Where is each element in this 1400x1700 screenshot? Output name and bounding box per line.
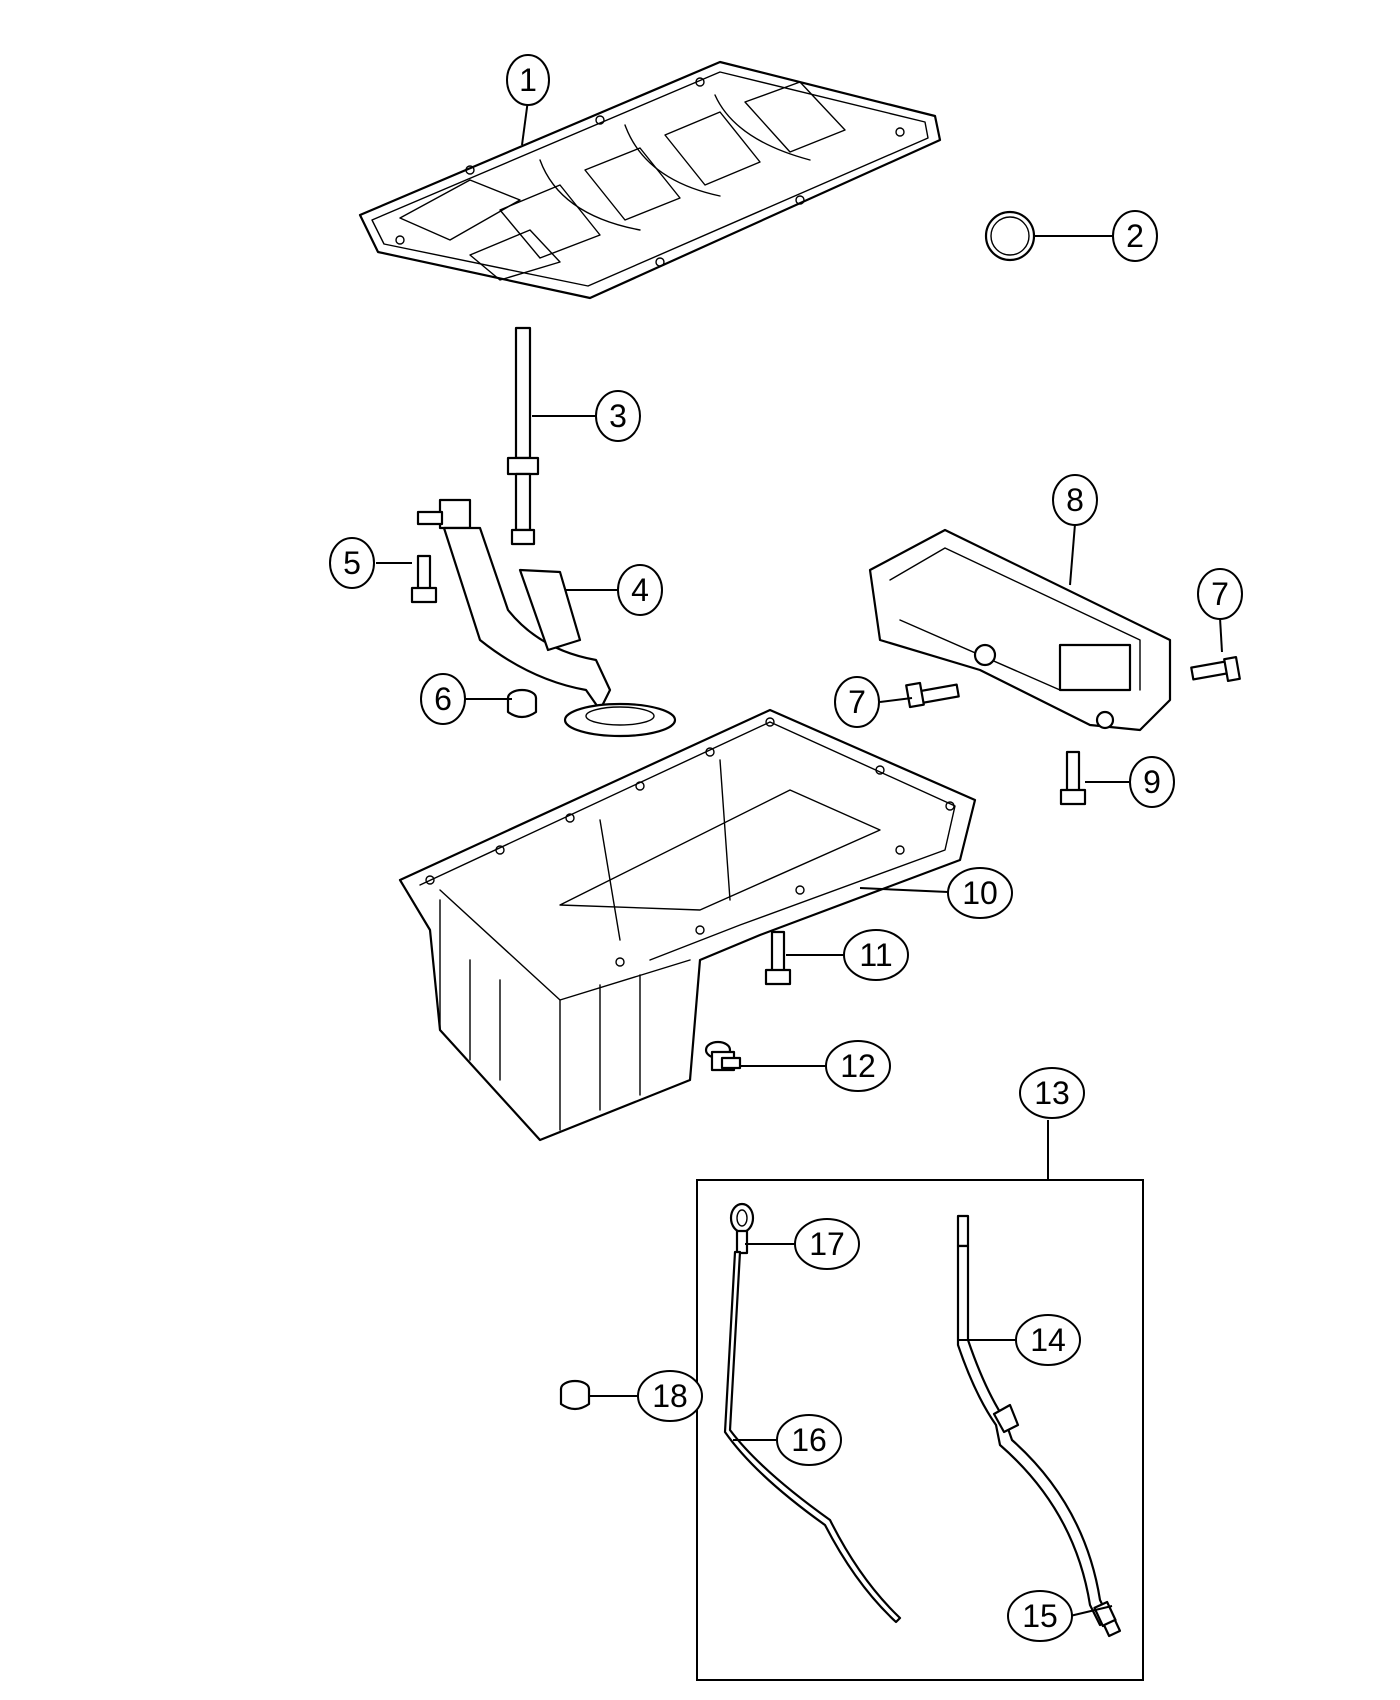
callout-15: 15 — [1007, 1590, 1073, 1642]
callout-14: 14 — [1015, 1314, 1081, 1366]
callout-9-label: 9 — [1143, 764, 1161, 800]
part-3-stud — [506, 326, 540, 546]
callout-12: 12 — [825, 1040, 891, 1092]
callout-5: 5 — [329, 537, 375, 589]
part-7-bolt-right — [1190, 656, 1241, 682]
part-17-dipstick-handle — [729, 1202, 755, 1255]
part-18-nut — [559, 1379, 591, 1411]
part-7-bolt-left — [905, 681, 960, 709]
callout-6-label: 6 — [434, 681, 452, 717]
callout-6: 6 — [420, 673, 466, 725]
callout-17: 17 — [794, 1218, 860, 1270]
callout-7-right-label: 7 — [1211, 576, 1229, 612]
part-13-dipstick-kit-box — [696, 1179, 1144, 1681]
callout-8-label: 8 — [1066, 482, 1084, 518]
part-4-oil-pickup-tube — [416, 498, 677, 738]
part-6-nut — [506, 688, 538, 719]
callout-1: 1 — [506, 54, 550, 106]
callout-10-label: 10 — [962, 875, 998, 911]
callout-5-label: 5 — [343, 545, 361, 581]
callout-16-label: 16 — [791, 1422, 827, 1458]
callout-15-label: 15 — [1022, 1598, 1058, 1634]
callout-9: 9 — [1129, 756, 1175, 808]
callout-18: 18 — [637, 1370, 703, 1422]
part-16-dipstick — [723, 1250, 902, 1624]
callout-8: 8 — [1052, 474, 1098, 526]
callout-16: 16 — [776, 1414, 842, 1466]
callout-11-label: 11 — [859, 937, 892, 973]
part-1-gasket — [358, 60, 942, 300]
callout-17-label: 17 — [809, 1226, 845, 1262]
part-10-oil-pan — [398, 708, 977, 1142]
callout-7-right: 7 — [1197, 568, 1243, 620]
callout-12-label: 12 — [840, 1048, 876, 1084]
part-5-bolt — [410, 554, 438, 604]
callout-14-label: 14 — [1030, 1322, 1066, 1358]
callout-10: 10 — [947, 867, 1013, 919]
callout-7-left: 7 — [834, 676, 880, 728]
callout-1-label: 1 — [519, 62, 537, 98]
part-14-dipstick-tube — [956, 1214, 1112, 1627]
part-8-oil-pan-cover — [868, 528, 1172, 732]
part-12-drain-plug — [704, 1040, 742, 1072]
callout-4-label: 4 — [631, 572, 649, 608]
part-9-bolt — [1059, 750, 1087, 806]
callout-18-label: 18 — [652, 1378, 688, 1414]
callout-3: 3 — [595, 390, 641, 442]
callout-7-left-label: 7 — [848, 684, 866, 720]
callout-11: 11 — [843, 929, 909, 981]
callout-13-label: 13 — [1034, 1075, 1070, 1111]
callout-3-label: 3 — [609, 398, 627, 434]
part-2-o-ring — [984, 210, 1036, 262]
callout-2-label: 2 — [1126, 218, 1144, 254]
leader-lines — [376, 99, 1223, 1617]
callout-2: 2 — [1112, 210, 1158, 262]
callout-4: 4 — [617, 564, 663, 616]
part-11-bolt — [764, 930, 792, 986]
callout-13: 13 — [1019, 1067, 1085, 1119]
